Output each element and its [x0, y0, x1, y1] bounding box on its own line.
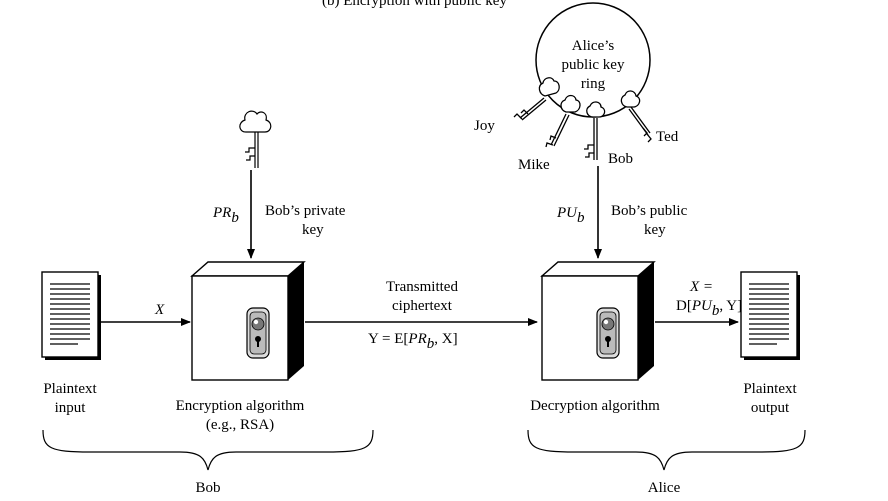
- bob-brace: [42, 429, 374, 471]
- plaintext-input-label-2: input: [55, 400, 87, 416]
- channel-label-1: Transmitted: [386, 279, 458, 295]
- output-formula-line-1: X =: [689, 279, 713, 295]
- public-key-symbol: PUb: [556, 205, 585, 226]
- party-alice-label: Alice: [648, 480, 681, 496]
- keyring-label-1: Alice’s: [572, 38, 615, 54]
- plaintext-output-document-icon: [740, 271, 800, 360]
- decryption-algorithm-box: [540, 261, 656, 381]
- channel-label-2: ciphertext: [392, 298, 453, 314]
- plaintext-output-label-1: Plaintext: [743, 381, 797, 397]
- private-key-desc-1: Bob’s private: [265, 203, 346, 219]
- public-key-desc-2: key: [644, 222, 666, 238]
- ring-key-joy-label: Joy: [474, 118, 495, 134]
- party-bob-label: Bob: [195, 480, 220, 496]
- ring-key-mike-label: Mike: [518, 157, 550, 173]
- ring-key-ted-label: Ted: [656, 129, 679, 145]
- encryption-label-2: (e.g., RSA): [206, 417, 274, 433]
- encryption-algorithm-box: [190, 261, 306, 381]
- encryption-label-1: Encryption algorithm: [176, 398, 305, 414]
- private-key-desc-2: key: [302, 222, 324, 238]
- plaintext-input-document-icon: [41, 271, 101, 360]
- decryption-label: Decryption algorithm: [530, 398, 660, 414]
- plaintext-input-label-1: Plaintext: [43, 381, 97, 397]
- output-formula-line-2: D[PUb, Y]: [676, 298, 742, 319]
- ring-key-bob-label: Bob: [608, 151, 633, 167]
- x-input-label: X: [154, 302, 165, 318]
- lock-icon: [246, 307, 270, 359]
- private-key-symbol: PRb: [212, 205, 239, 226]
- unlock-icon: [596, 307, 620, 359]
- keyring-label-3: ring: [581, 76, 606, 92]
- public-key-ring-icon: [513, 2, 652, 160]
- alice-brace: [527, 429, 806, 471]
- ciphertext-formula: Y = E[PRb, X]: [368, 331, 458, 352]
- figure-caption: (b) Encryption with public key: [322, 0, 507, 9]
- private-key-icon: [239, 110, 272, 168]
- public-key-desc-1: Bob’s public: [611, 203, 688, 219]
- keyring-label-2: public key: [562, 57, 625, 73]
- plaintext-output-label-2: output: [751, 400, 790, 416]
